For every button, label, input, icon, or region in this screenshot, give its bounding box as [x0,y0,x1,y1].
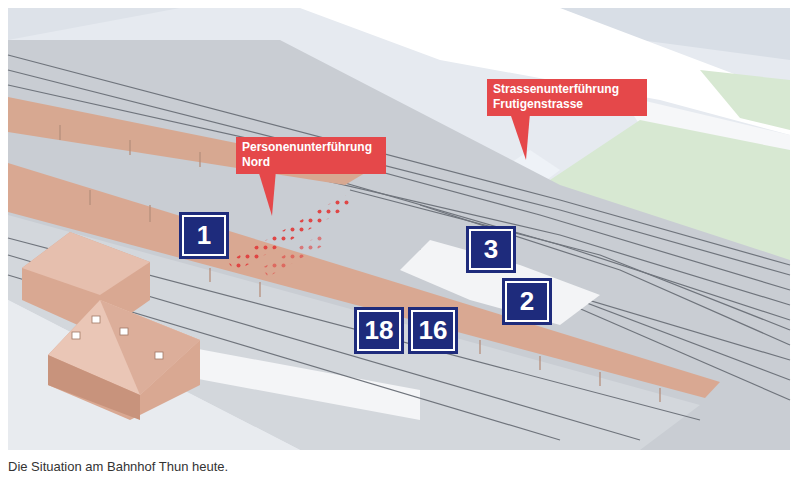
callout-number: 16 [419,315,448,346]
platform-number: 18 [354,307,404,354]
platform-number: 2 [502,278,552,325]
platform-canopy [8,163,720,398]
callout-number: 18 [365,315,394,346]
callout-box: Strassenunterführung Frutigenstrasse [487,79,647,116]
callout-tail [258,170,276,216]
callout-number: 3 [484,234,498,265]
callout-label: Strassenunterführung Frutigenstrasse [493,82,641,112]
track-field [8,40,790,450]
map-ground [8,8,790,450]
tracks [8,55,790,440]
callout-label: Personenunterführung Nord [242,140,380,170]
platform-number: 1 [179,212,229,259]
platform-number: 3 [466,226,516,273]
callout-box: Personenunterführung Nord [236,137,386,174]
callout-number: 1 [197,220,211,251]
track-field [8,215,700,450]
town-block [8,8,180,40]
caption: Die Situation am Bahnhof Thun heute. [8,459,228,474]
underpass-dotted [262,235,326,277]
platform-number: 16 [408,307,458,354]
station-building [22,232,200,420]
green-area [700,70,790,130]
callout-tail [510,113,530,160]
callout-number: 2 [520,286,534,317]
